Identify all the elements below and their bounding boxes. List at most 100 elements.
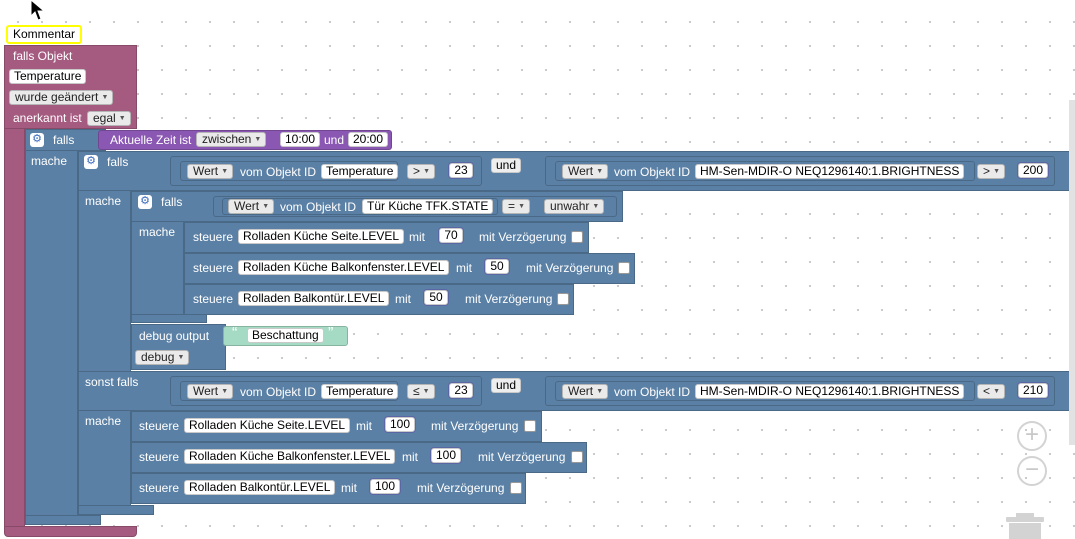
door-action-3-value[interactable]: 50 [423,289,449,306]
time-to-field[interactable]: 20:00 [348,132,389,147]
elseif-left-object[interactable]: Temperature [321,384,399,399]
elseif-action-3-value-field[interactable]: 100 [370,479,401,494]
if1-left-op-dropdown[interactable]: >▼ [407,164,436,179]
elseif-action-1-value[interactable]: 100 [384,416,417,433]
elseif-right-value[interactable]: 210 [1017,382,1050,399]
if1-mache-area [78,190,131,510]
zoom-out-button[interactable]: − [1017,456,1047,486]
trash-icon[interactable] [1004,511,1046,539]
if1-left-object[interactable]: Temperature [321,164,399,179]
elseif-right-value-field[interactable]: 210 [1018,383,1049,398]
door-action-1-value-field[interactable]: 70 [439,228,463,243]
door-action-3-delay-checkbox[interactable] [557,293,569,305]
elseif-action-2-steuere: steuere [139,450,180,464]
if1-right-value-field[interactable]: 200 [1018,163,1049,178]
debug-output-label: debug output [139,329,210,343]
trigger-object-field[interactable]: Temperature [9,69,87,84]
elseif-right-op-dropdown[interactable]: <▼ [977,384,1006,399]
elseif-action-3-object[interactable]: Rolladen Balkontür.LEVEL [184,480,336,495]
elseif-right-prop-dropdown[interactable]: Wert▼ [562,384,609,399]
if-door-value-dropdown[interactable]: unwahr▼ [544,199,605,214]
if1-und-dropdown[interactable]: und [491,158,522,173]
chevron-down-icon: ▼ [596,168,604,175]
if1-falls: falls [107,155,129,169]
trigger-block-bottom [4,526,137,537]
if1-left-value-field[interactable]: 23 [449,163,473,178]
door-action-1-delay-checkbox[interactable] [571,231,583,243]
elseif-left-op: ≤ [413,384,420,398]
door-action-3-object[interactable]: Rolladen Balkontür.LEVEL [238,291,390,306]
elseif-action-1-delay-checkbox[interactable] [524,420,536,432]
elseif-action-2-delay: mit Verzögerung [478,450,566,464]
debug-level-dropdown[interactable]: debug▼ [135,350,190,365]
door-action-1-mit: mit [409,230,425,244]
if1-left-vom: vom Objekt ID [240,165,317,179]
chevron-down-icon: ▼ [423,168,431,175]
elseif-action-1-delay: mit Verzögerung [431,419,519,433]
debug-text-field[interactable]: Beschattung [247,328,324,343]
trigger-ack-dropdown[interactable]: egal▼ [87,111,131,126]
chevron-down-icon: ▼ [221,388,229,395]
elseif-action-2-value[interactable]: 100 [430,447,463,464]
door-action-1-value[interactable]: 70 [438,227,464,244]
elseif-action-1-value-field[interactable]: 100 [385,417,416,432]
chevron-down-icon: ▼ [262,203,270,210]
chevron-down-icon: ▼ [518,203,526,210]
time-from-field[interactable]: 10:00 [280,132,321,147]
gear-icon[interactable]: ⚙ [84,155,98,169]
door-action-3-mit: mit [395,292,411,306]
door-action-2-value-field[interactable]: 50 [485,259,509,274]
zoom-in-button[interactable]: + [1017,421,1047,451]
door-action-2-object[interactable]: Rolladen Küche Balkonfenster.LEVEL [238,260,450,275]
elseif-action-2-delay-checkbox[interactable] [571,451,583,463]
if-door-op-dropdown[interactable]: =▼ [502,199,531,214]
time-operator-dropdown[interactable]: zwischen▼ [196,132,267,147]
if1-right-value[interactable]: 200 [1017,162,1050,179]
if1-right-op: > [983,164,991,178]
debug-open-quote: “ [232,325,238,342]
door-action-1-object[interactable]: Rolladen Küche Seite.LEVEL [238,229,405,244]
if1-right-object[interactable]: HM-Sen-MDIR-O NEQ1296140:1.BRIGHTNESS [695,164,965,179]
door-action-1-delay: mit Verzögerung [479,230,567,244]
elseif-right-op: < [983,384,991,398]
elseif-right-object[interactable]: HM-Sen-MDIR-O NEQ1296140:1.BRIGHTNESS [695,384,965,399]
elseif-left-op-dropdown[interactable]: ≤▼ [407,384,435,399]
gear-icon[interactable]: ⚙ [138,195,152,209]
if1-left-value[interactable]: 23 [448,162,474,179]
if-door-prop: Wert [234,199,260,213]
time-und-label: und [324,133,345,147]
time-if-mache: mache [31,154,68,168]
workspace-scrollbar[interactable] [1069,100,1075,445]
gear-icon[interactable]: ⚙ [30,133,44,147]
elseif-left-prop-dropdown[interactable]: Wert▼ [187,384,234,399]
door-action-3-value-field[interactable]: 50 [424,290,448,305]
elseif-und-dropdown[interactable]: und [491,378,522,393]
trigger-ack-label: anerkannt ist [13,111,82,125]
if1-right-prop-dropdown[interactable]: Wert▼ [562,164,609,179]
elseif-action-1-object[interactable]: Rolladen Küche Seite.LEVEL [184,418,351,433]
debug-close-quote: ” [328,325,334,342]
chevron-down-icon: ▼ [101,94,109,101]
elseif-action-2-object[interactable]: Rolladen Küche Balkonfenster.LEVEL [184,449,396,464]
if1-left-prop-dropdown[interactable]: Wert▼ [187,164,234,179]
elseif-action-3-delay-checkbox[interactable] [510,482,522,494]
elseif-action-3-value[interactable]: 100 [369,478,402,495]
comment-bubble[interactable]: Kommentar [6,25,83,44]
if1-right-op-dropdown[interactable]: >▼ [977,164,1006,179]
if1-mache: mache [85,194,122,208]
elseif-action-3-delay: mit Verzögerung [417,481,505,495]
elseif-left-value-field[interactable]: 23 [449,383,473,398]
door-action-2-value[interactable]: 50 [484,258,510,275]
if-door-prop-dropdown[interactable]: Wert▼ [228,199,275,214]
elseif-label: sonst falls [85,375,139,389]
elseif-left-value[interactable]: 23 [448,382,474,399]
elseif-action-2-value-field[interactable]: 100 [431,448,462,463]
if1-left-op: > [413,164,421,178]
elseif-right-prop: Wert [568,384,594,398]
if-door-object[interactable]: Tür Küche TFK.STATE [362,199,494,214]
door-action-2-delay-checkbox[interactable] [618,262,630,274]
if-door-mache: mache [139,225,176,239]
door-action-2-steuere: steuere [193,261,234,275]
trigger-change-dropdown[interactable]: wurde geändert▼ [9,90,114,105]
door-action-2-mit: mit [456,261,472,275]
